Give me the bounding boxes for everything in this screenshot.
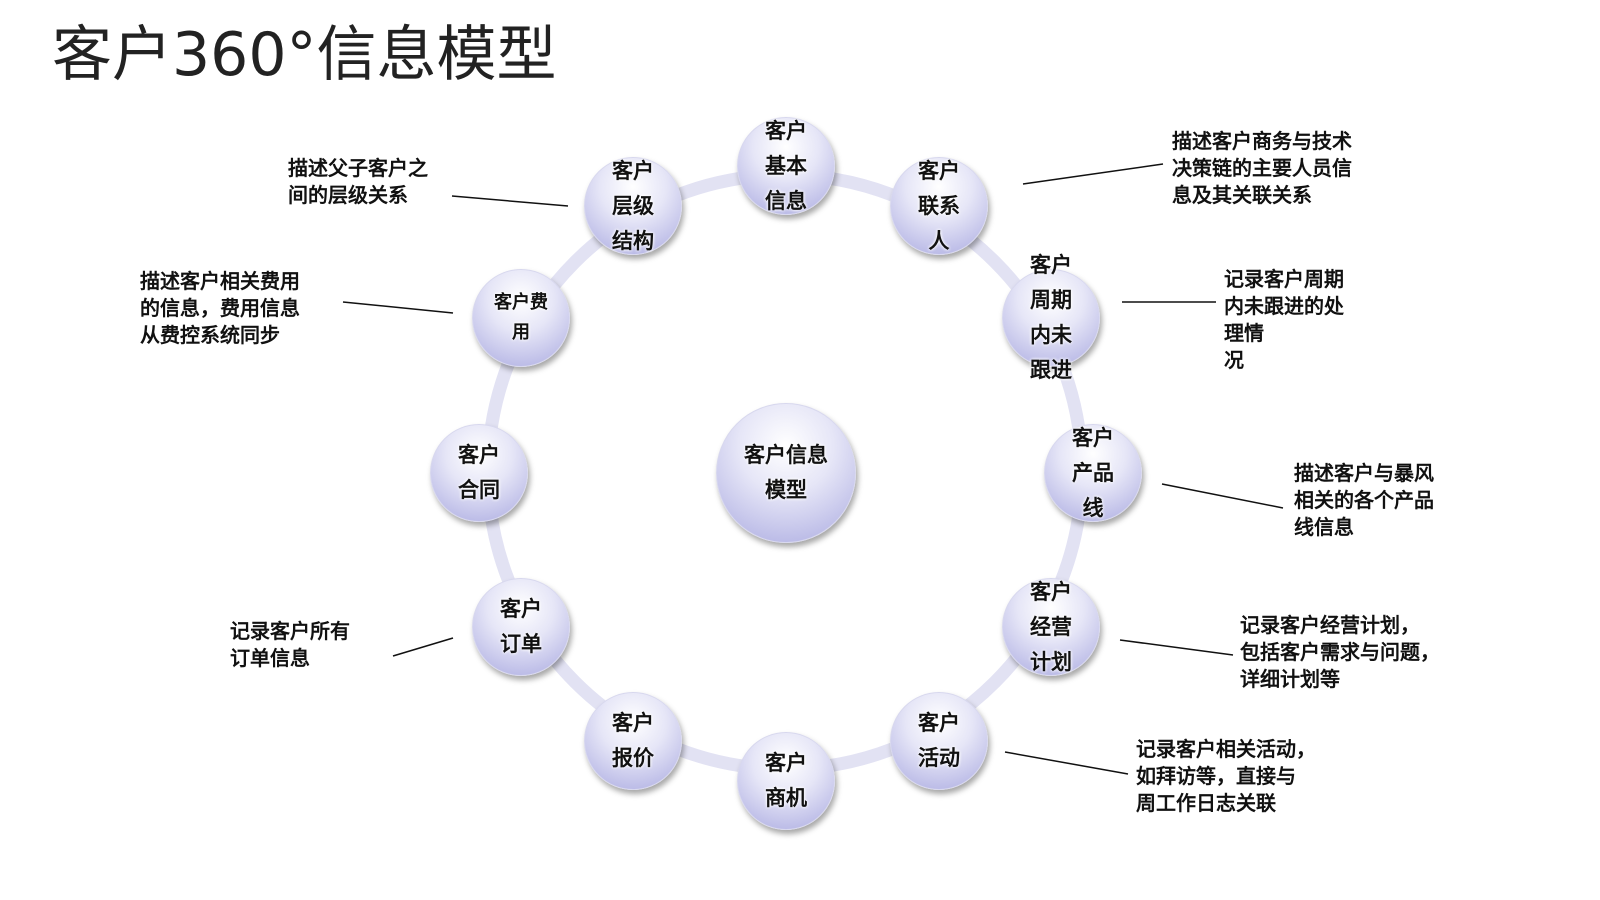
node-center: 客户信息 模型 bbox=[716, 403, 856, 543]
connector-product-line bbox=[1161, 483, 1284, 509]
node-contacts: 客户 联系 人 bbox=[890, 157, 988, 255]
node-contract-label: 客户 合同 bbox=[458, 443, 500, 502]
desc-activity: 记录客户相关活动， 如拜访等，直接与 周工作日志关联 bbox=[1136, 737, 1316, 815]
node-quotation: 客户 报价 bbox=[584, 692, 682, 790]
node-basic-info-label: 客户 基本 信息 bbox=[765, 118, 807, 213]
node-basic-info: 客户 基本 信息 bbox=[737, 117, 835, 215]
node-quotation-label: 客户 报价 bbox=[612, 711, 654, 770]
desc-product-line: 描述客户与暴风 相关的各个产品 线信息 bbox=[1294, 461, 1434, 539]
connector-order bbox=[392, 637, 454, 657]
node-hierarchy: 客户 层级 结构 bbox=[584, 157, 682, 255]
node-expense-label: 客户费 用 bbox=[494, 292, 548, 343]
desc-expense: 描述客户相关费用 的信息，费用信息 从费控系统同步 bbox=[140, 269, 300, 347]
desc-contacts: 描述客户商务与技术 决策链的主要人员信 息及其关联关系 bbox=[1172, 129, 1352, 207]
node-contacts-label: 客户 联系 人 bbox=[918, 158, 960, 253]
node-business-plan: 客户 经营 计划 bbox=[1002, 578, 1100, 676]
connector-business-plan bbox=[1119, 639, 1234, 656]
node-opportunity-label: 客户 商机 bbox=[765, 751, 807, 810]
node-contract: 客户 合同 bbox=[430, 424, 528, 522]
node-product-line-label: 客户 产品 线 bbox=[1072, 425, 1114, 520]
connector-hierarchy bbox=[451, 195, 569, 207]
page-title: 客户360°信息模型 bbox=[52, 20, 557, 90]
node-expense: 客户费 用 bbox=[472, 269, 570, 367]
connector-contacts bbox=[1022, 163, 1164, 185]
node-hierarchy-label: 客户 层级 结构 bbox=[612, 158, 654, 253]
node-cycle-followup-label: 客户 周期 内未 跟进 bbox=[1030, 253, 1072, 382]
desc-cycle-followup: 记录客户周期 内未跟进的处 理情 况 bbox=[1224, 267, 1344, 372]
node-opportunity: 客户 商机 bbox=[737, 732, 835, 830]
node-order: 客户 订单 bbox=[472, 578, 570, 676]
connector-expense bbox=[342, 301, 454, 314]
node-cycle-followup: 客户 周期 内未 跟进 bbox=[1002, 253, 1100, 382]
desc-hierarchy: 描述父子客户之 间的层级关系 bbox=[288, 156, 428, 207]
desc-business-plan: 记录客户经营计划， 包括客户需求与问题， 详细计划等 bbox=[1240, 613, 1440, 691]
node-product-line: 客户 产品 线 bbox=[1044, 424, 1142, 522]
node-business-plan-label: 客户 经营 计划 bbox=[1030, 579, 1072, 674]
connector-activity bbox=[1004, 751, 1129, 775]
node-activity-label: 客户 活动 bbox=[918, 711, 960, 770]
desc-order: 记录客户所有 订单信息 bbox=[230, 619, 350, 670]
node-order-label: 客户 订单 bbox=[500, 597, 542, 656]
node-center-label: 客户信息 模型 bbox=[744, 443, 828, 502]
node-activity: 客户 活动 bbox=[890, 692, 988, 790]
connector-lines bbox=[342, 163, 1284, 775]
